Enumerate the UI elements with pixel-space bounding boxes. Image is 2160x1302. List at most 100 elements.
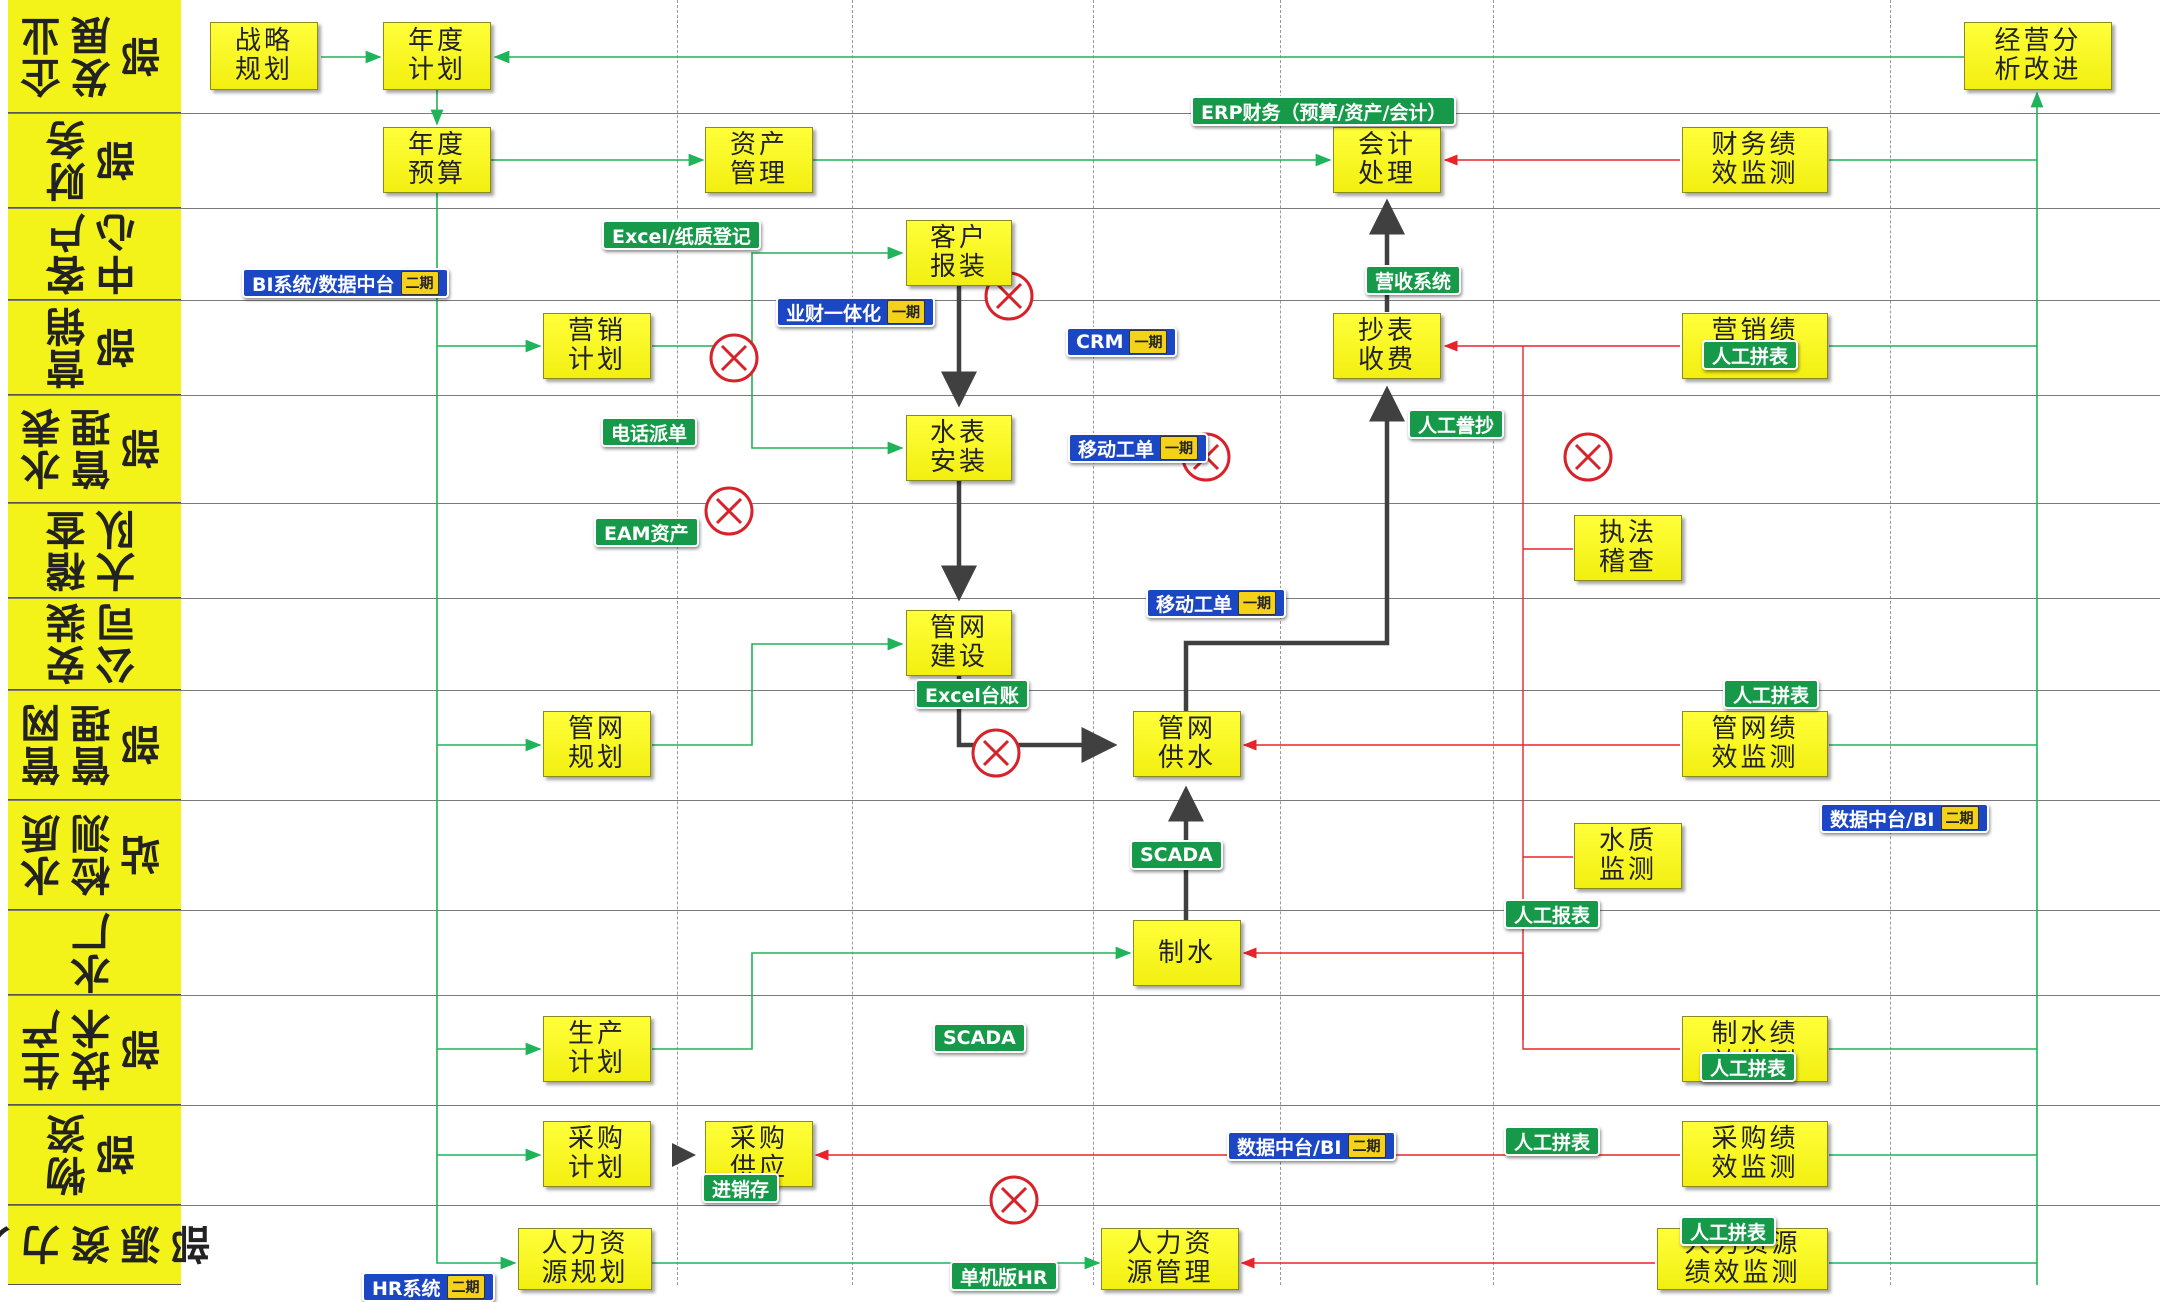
flow-prod-to-make xyxy=(652,946,1132,1050)
tag-manual-sheet-5: 人工拼表 xyxy=(1680,1216,1777,1246)
lane-header-materials: 物资 部 xyxy=(8,1105,181,1205)
tag-manual-copy: 人工誊抄 xyxy=(1408,409,1505,439)
tag-scada-2: SCADA xyxy=(933,1023,1026,1053)
lane-divider xyxy=(8,995,2160,996)
process-accounting[interactable]: 会计 处理 xyxy=(1333,127,1441,193)
flow-supply-to-billing xyxy=(1183,385,1405,712)
tag-manual-sheet-3: 人工拼表 xyxy=(1700,1052,1797,1082)
tag-bi-platform: BI系统/数据中台二期 xyxy=(242,268,449,298)
column-divider xyxy=(852,0,853,1285)
process-finance-perf[interactable]: 财务绩 效监测 xyxy=(1682,127,1828,193)
x-circle-icon xyxy=(971,728,1021,778)
x-circle-icon xyxy=(704,486,754,536)
process-purchase-perf[interactable]: 采购绩 效监测 xyxy=(1682,1121,1828,1187)
tag-fin-integration: 业财一体化一期 xyxy=(776,297,936,327)
tag-excel-paper: Excel/纸质登记 xyxy=(602,220,761,250)
tag-scada-1: SCADA xyxy=(1130,840,1223,870)
process-meter-billing[interactable]: 抄表 收费 xyxy=(1333,313,1441,379)
phase1-badge: 一期 xyxy=(1238,591,1277,615)
tag-manual-report: 人工报表 xyxy=(1504,899,1601,929)
tag-erp-label: ERP财务（预算/资产/会计） xyxy=(1201,101,1447,124)
tag-manual-sheet-2-label: 人工拼表 xyxy=(1712,345,1789,368)
process-marketing-plan[interactable]: 营销 计划 xyxy=(543,313,651,379)
process-network-supply[interactable]: 管网 供水 xyxy=(1133,711,1241,777)
tag-mobile-order-2-label: 移动工单 xyxy=(1156,593,1233,616)
tag-fin-integration-label: 业财一体化 xyxy=(786,302,882,325)
lane-divider xyxy=(8,208,2160,209)
process-hr-plan[interactable]: 人力资 源规划 xyxy=(518,1228,652,1290)
tag-standalone-hr: 单机版HR xyxy=(950,1261,1058,1291)
tag-excel-ledger-label: Excel台账 xyxy=(925,684,1019,707)
lane-divider xyxy=(8,690,2160,691)
flow-waterperf-to-make xyxy=(1242,947,1680,1050)
lane-divider xyxy=(8,910,2160,911)
process-annual-plan[interactable]: 年度 计划 xyxy=(383,22,491,90)
tag-excel-paper-label: Excel/纸质登记 xyxy=(612,225,751,248)
phase2-badge: 二期 xyxy=(446,1275,485,1299)
column-divider xyxy=(677,0,678,1285)
lane-header-inspection: 稽查 大队 xyxy=(8,503,181,598)
lane-divider xyxy=(8,598,2160,599)
process-operation-improve[interactable]: 经营分 析改进 xyxy=(1964,22,2112,90)
tag-manual-copy-label: 人工誊抄 xyxy=(1418,414,1495,437)
lane-header-customer: 客户 中心 xyxy=(8,208,181,300)
process-network-plan[interactable]: 管网 规划 xyxy=(543,711,651,777)
lane-header-install: 安装 公司 xyxy=(8,598,181,690)
x-circle-icon xyxy=(709,333,759,383)
lane-header-enterprise: 企业 发展部 xyxy=(8,0,181,113)
tag-eam-label: EAM资产 xyxy=(604,522,689,545)
process-network-build[interactable]: 管网 建设 xyxy=(906,610,1012,676)
tag-standalone-hr-label: 单机版HR xyxy=(960,1266,1048,1289)
tag-eam: EAM资产 xyxy=(594,517,699,547)
tag-revenue-sys-label: 营收系统 xyxy=(1375,270,1452,293)
tag-manual-sheet-1: 人工拼表 xyxy=(1723,679,1820,709)
process-asset-mgmt[interactable]: 资产 管理 xyxy=(705,127,813,193)
process-hr-mgmt[interactable]: 人力资 源管理 xyxy=(1101,1228,1239,1290)
tag-erp: ERP财务（预算/资产/会计） xyxy=(1191,96,1457,126)
tag-phone-dispatch: 电话派单 xyxy=(601,417,698,447)
tag-hr-sys: HR系统二期 xyxy=(362,1272,495,1302)
lane-divider xyxy=(8,113,2160,114)
column-divider xyxy=(1890,0,1891,1285)
phase1-badge: 一期 xyxy=(887,300,926,324)
flow-netplan-to-build xyxy=(652,637,904,746)
tag-scada-2-label: SCADA xyxy=(943,1027,1016,1049)
tag-mobile-order-1: 移动工单一期 xyxy=(1068,433,1209,463)
process-meter-install[interactable]: 水表 安装 xyxy=(906,415,1012,481)
lane-divider xyxy=(8,1105,2160,1106)
tag-mobile-order-1-label: 移动工单 xyxy=(1078,438,1155,461)
lane-header-quality: 水质 检测站 xyxy=(8,800,181,910)
lane-divider xyxy=(8,1205,2160,1206)
column-divider xyxy=(1493,0,1494,1285)
x-circle-icon xyxy=(1563,432,1613,482)
tag-revenue-sys: 营收系统 xyxy=(1365,265,1462,295)
tag-bi-platform-label: BI系统/数据中台 xyxy=(252,273,395,296)
tag-phone-dispatch-label: 电话派单 xyxy=(611,422,688,445)
process-network-perf[interactable]: 管网绩 效监测 xyxy=(1682,711,1828,777)
lane-header-marketing: 营销 部 xyxy=(8,300,181,395)
process-strategy[interactable]: 战略 规划 xyxy=(210,22,318,90)
process-water-make[interactable]: 制水 xyxy=(1133,920,1241,986)
tag-inventory-label: 进销存 xyxy=(712,1178,770,1201)
process-law-inspect[interactable]: 执法 稽查 xyxy=(1574,515,1682,581)
process-quality-monitor[interactable]: 水质 监测 xyxy=(1574,823,1682,889)
x-circle-icon xyxy=(989,1175,1039,1225)
flow-budget-trunk xyxy=(436,193,517,1270)
tag-manual-report-label: 人工报表 xyxy=(1514,904,1591,927)
flow-marketing-to-report xyxy=(652,246,904,347)
tag-mobile-order-2: 移动工单一期 xyxy=(1146,588,1287,618)
tag-manual-sheet-1-label: 人工拼表 xyxy=(1733,684,1810,707)
lane-divider xyxy=(8,395,2160,396)
phase1-badge: 一期 xyxy=(1129,330,1168,354)
tag-manual-sheet-2: 人工拼表 xyxy=(1702,340,1799,370)
process-annual-budget[interactable]: 年度 预算 xyxy=(383,127,491,193)
tag-manual-sheet-4: 人工拼表 xyxy=(1504,1126,1601,1156)
process-purchase-plan[interactable]: 采购 计划 xyxy=(543,1121,651,1187)
lane-header-plant: 水厂 xyxy=(8,910,181,995)
process-prod-plan[interactable]: 生产 计划 xyxy=(543,1016,651,1082)
tag-data-bi-label: 数据中台/BI xyxy=(1830,808,1935,831)
process-customer-report[interactable]: 客户 报装 xyxy=(906,220,1012,286)
